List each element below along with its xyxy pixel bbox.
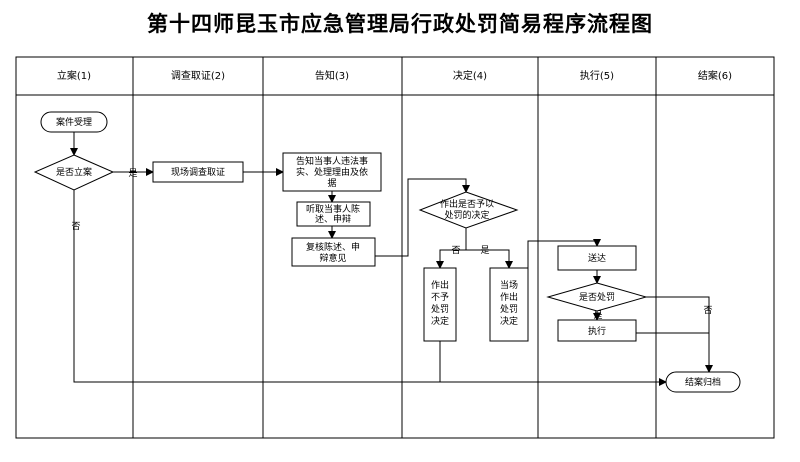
is-punish-label: 是否处罚 xyxy=(579,291,615,303)
edge-label-yes-file-case: 是 xyxy=(128,168,137,179)
review-statement-label-line2: 辩意见 xyxy=(319,252,346,264)
notify-label-line1: 告知当事人违法事 xyxy=(296,155,368,167)
onsite-investigation-node: 现场调查取证 xyxy=(152,161,244,183)
is-file-case-decision: 是否立案 xyxy=(33,154,115,191)
column-header-investigation: 调查取证(2) xyxy=(171,69,225,82)
notify-label-line3: 据 xyxy=(327,177,336,189)
no-penalty-label-line1: 作出 xyxy=(431,279,449,291)
column-header-file-case: 立案(1) xyxy=(57,69,91,82)
edge-label-no-decision: 否 xyxy=(451,245,460,256)
edge-label-no-punish: 否 xyxy=(703,305,712,316)
connectors xyxy=(70,132,713,386)
is-punish-decision: 是否处罚 xyxy=(546,282,648,312)
review-statement-label-line1: 复核陈述、申 xyxy=(306,241,360,253)
notify-label-line2: 实、处理理由及依 xyxy=(296,166,368,178)
onsite-penalty-label-line4: 决定 xyxy=(500,315,518,327)
no-penalty-label-line3: 处罚 xyxy=(431,303,449,315)
review-statement-node: 复核陈述、申 辩意见 xyxy=(291,237,376,267)
onsite-penalty-label-line2: 作出 xyxy=(500,291,518,303)
hear-statement-node: 听取当事人陈 述、申辩 xyxy=(296,201,371,227)
column-header-decision: 决定(4) xyxy=(453,69,487,82)
column-header-close-case: 结案(6) xyxy=(698,69,732,82)
case-accept-node: 案件受理 xyxy=(40,111,108,133)
hear-statement-label-line2: 述、申辩 xyxy=(315,213,351,225)
edge-label-yes-punish: 是 xyxy=(593,310,602,321)
penalty-decision-label-line1: 作出是否予以 xyxy=(440,198,494,210)
case-accept-label: 案件受理 xyxy=(56,116,92,128)
close-case-label: 结案归档 xyxy=(685,376,721,388)
execute-label: 执行 xyxy=(588,325,606,337)
edge-label-yes-decision: 是 xyxy=(480,245,489,256)
hear-statement-label-line1: 听取当事人陈 xyxy=(306,203,360,215)
is-file-case-label: 是否立案 xyxy=(56,166,92,178)
no-penalty-label-line2: 不予 xyxy=(431,292,449,303)
edge-label-no-file-case: 否 xyxy=(71,221,80,232)
no-penalty-label-line4: 决定 xyxy=(431,315,449,327)
penalty-decision-label-line2: 处罚的决定 xyxy=(444,209,489,221)
column-header-execution: 执行(5) xyxy=(580,69,614,82)
deliver-node: 送达 xyxy=(557,245,637,271)
swimlane-frame xyxy=(15,56,775,439)
onsite-investigation-label: 现场调查取证 xyxy=(171,166,225,178)
onsite-penalty-label-line3: 处罚 xyxy=(500,303,518,315)
onsite-penalty-label-line1: 当场 xyxy=(500,279,518,291)
no-penalty-decision-node: 作出 不予 处罚 决定 xyxy=(423,267,457,342)
close-case-node: 结案归档 xyxy=(665,371,741,393)
execute-node: 执行 xyxy=(557,319,637,342)
notify-node: 告知当事人违法事 实、处理理由及依 据 xyxy=(282,152,382,192)
page-title: 第十四师昆玉市应急管理局行政处罚简易程序流程图 xyxy=(147,11,653,36)
column-header-notify: 告知(3) xyxy=(315,69,349,82)
deliver-label: 送达 xyxy=(588,252,606,264)
penalty-decision-diamond: 作出是否予以 处罚的决定 xyxy=(418,191,519,229)
onsite-penalty-decision-node: 当场 作出 处罚 决定 xyxy=(489,267,529,342)
